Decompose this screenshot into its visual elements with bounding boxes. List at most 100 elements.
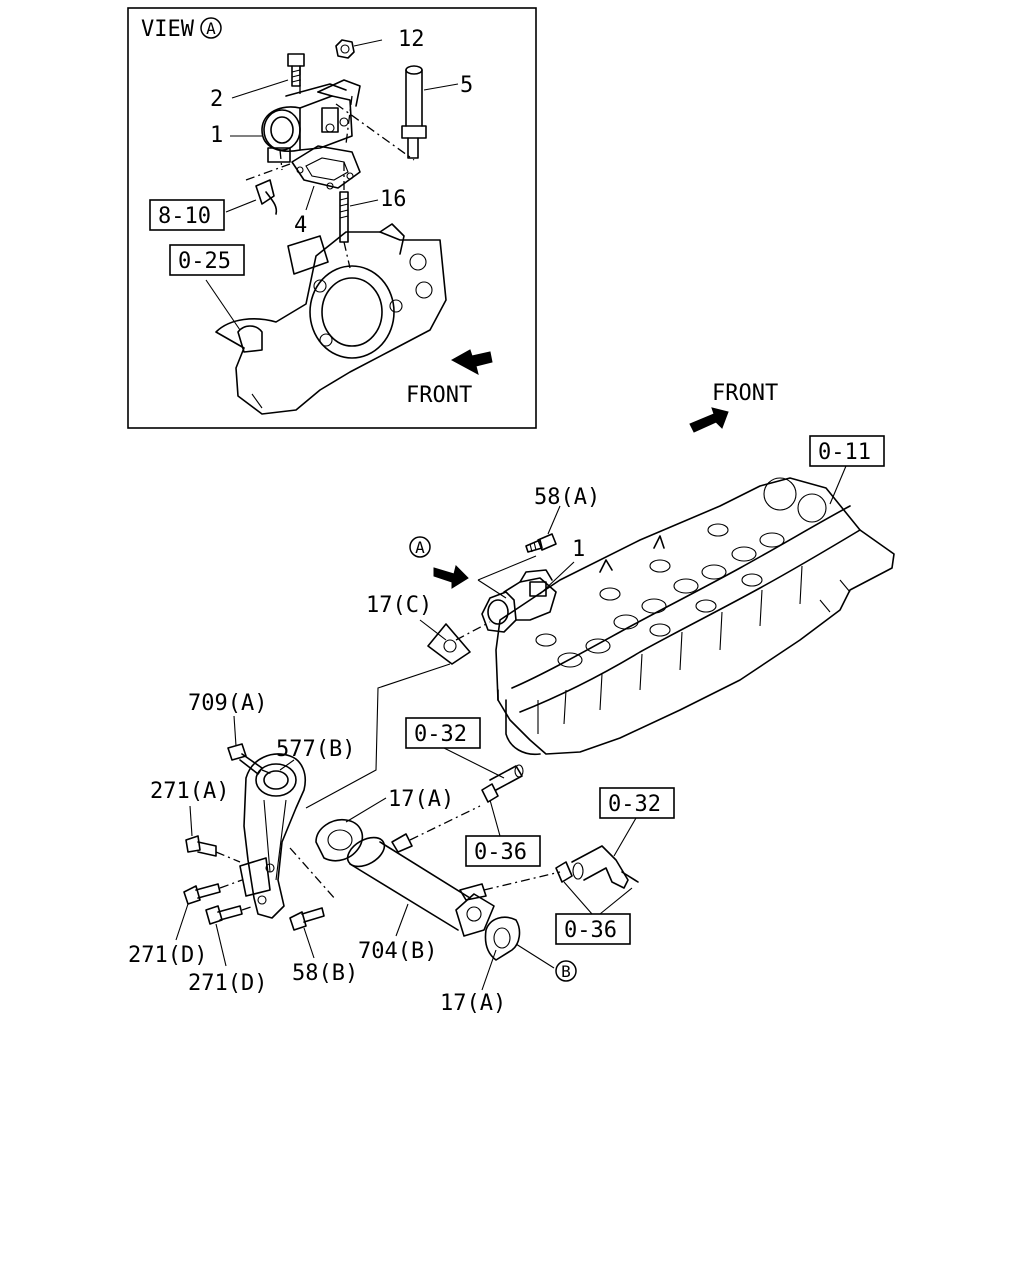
callout-709a-leader	[233, 715, 237, 747]
inset-front-label: FRONT	[406, 383, 472, 408]
ref-0-32-b-leader	[613, 817, 637, 857]
circle-b-marker	[555, 960, 577, 982]
connector-clip-drawing	[255, 179, 278, 215]
clamp-upper-drawing	[481, 783, 499, 803]
main-view-arrow-icon	[433, 565, 469, 589]
callout-1: 1	[572, 537, 585, 562]
ref-0-32-a-box	[405, 717, 481, 749]
bolt-58a-leader	[547, 505, 561, 535]
ref-0-36-a-box	[465, 835, 541, 867]
callout-704b: 704(B)	[358, 939, 437, 964]
ref-0-32-a-leader	[443, 747, 505, 779]
hose-upper-drawing	[489, 764, 524, 791]
inset-callout-4: 4	[294, 213, 307, 238]
inset-callout-1: 1	[210, 123, 223, 148]
callout-58b-leader	[303, 927, 315, 959]
inset-front-arrow-icon	[450, 349, 493, 375]
main-front-arrow-icon	[689, 407, 729, 433]
callout-271d-1: 271(D)	[128, 943, 207, 968]
callout-271d-2-leader	[215, 923, 227, 967]
stud-16-drawing	[339, 191, 349, 243]
ref-0-32-b[interactable]: 0-32	[608, 792, 661, 817]
callout-1-bracket	[477, 555, 537, 599]
callout-17a-top: 17(A)	[388, 787, 454, 812]
inset-callout-12: 12	[398, 27, 425, 52]
ref-0-11-leader	[829, 465, 847, 505]
callout-58b: 58(B)	[292, 961, 358, 986]
main-view-marker: A	[415, 538, 425, 557]
callout-271a-leader	[189, 805, 193, 837]
circle-b-leader	[515, 943, 555, 969]
callout-271d-2: 271(D)	[188, 971, 267, 996]
callout-1-leader	[539, 561, 575, 595]
main-view-marker-circle	[409, 536, 431, 558]
bracket-577b-drawing	[239, 753, 306, 919]
ref-0-36-a-leader	[489, 799, 501, 837]
inset-leaders	[205, 39, 459, 331]
egr-to-gasket-dash	[455, 621, 491, 641]
hose-lower-drawing	[571, 845, 639, 889]
bolt-271d-1-drawing	[183, 883, 221, 905]
callout-17c-leader	[419, 619, 447, 641]
callout-577b-leader	[279, 759, 295, 771]
callout-704b-leader	[395, 903, 409, 937]
callout-271a: 271(A)	[150, 779, 229, 804]
callout-577b: 577(B)	[276, 737, 355, 762]
inset-view-marker: A	[206, 19, 216, 38]
ref-0-36-b-leader-1	[563, 881, 593, 915]
cooler-704b-drawing	[346, 833, 495, 937]
egr-valve-drawing	[261, 79, 361, 163]
connection-line-17c-to-577b	[305, 663, 451, 809]
inset-view-marker-circle	[200, 17, 222, 39]
circle-b-label: B	[561, 962, 571, 981]
callout-17c: 17(C)	[366, 593, 432, 618]
ref-0-11-box	[809, 435, 885, 467]
callout-709a: 709(A)	[188, 691, 267, 716]
main-front-label: FRONT	[712, 381, 778, 406]
main-egr-valve-drawing	[481, 569, 557, 633]
gasket-4-drawing	[291, 145, 361, 190]
gasket-17c-drawing	[427, 623, 471, 665]
bolt-271a-drawing	[185, 835, 217, 857]
ref-0-36-b-leader-2	[599, 887, 633, 915]
ref-0-36-b-box	[555, 913, 631, 945]
inset-callout-5: 5	[460, 73, 473, 98]
ref-0-36-a[interactable]: 0-36	[474, 840, 527, 865]
ref-0-32-b-box	[599, 787, 675, 819]
inset-view-a: VIEW A	[127, 7, 537, 429]
ref-0-36-b[interactable]: 0-36	[564, 918, 617, 943]
nut-12-drawing	[335, 39, 355, 59]
ref-0-32-a[interactable]: 0-32	[414, 722, 467, 747]
inset-ref-8-10[interactable]: 8-10	[158, 204, 211, 229]
bolt-709a-dash	[261, 769, 273, 775]
bolt-271d-2-drawing	[205, 905, 243, 925]
inset-manifold-drawing	[215, 223, 447, 415]
cooler-to-hose-dash-1	[409, 805, 481, 841]
bolt-271d-1-dash	[219, 879, 243, 889]
cooler-to-hose-dash-2	[483, 871, 561, 891]
bolt-271a-dash	[215, 851, 241, 863]
callout-17a-top-leader	[345, 797, 387, 823]
bracket-to-58b-dash	[289, 847, 337, 901]
pipe-5-drawing	[401, 65, 427, 159]
bolt-58a-drawing	[525, 533, 557, 553]
ref-0-11[interactable]: 0-11	[818, 440, 871, 465]
gasket-17a-bot-drawing	[484, 916, 521, 961]
inset-ref-0-25[interactable]: 0-25	[178, 249, 231, 274]
callout-271d-1-leader	[175, 903, 189, 941]
inset-callout-16: 16	[380, 187, 407, 212]
bolt-58b-drawing	[289, 907, 325, 931]
bolt-271d-2-dash	[241, 905, 255, 911]
cylinder-head-drawing	[495, 477, 895, 756]
inset-callout-2: 2	[210, 87, 223, 112]
bolt-709a-drawing	[227, 743, 263, 775]
callout-58a: 58(A)	[534, 485, 600, 510]
inset-view-label: VIEW	[141, 17, 195, 42]
callout-17a-bot: 17(A)	[440, 991, 506, 1016]
gasket-17a-top-drawing	[315, 818, 364, 862]
inset-ref-0-25-box	[169, 244, 245, 276]
inset-ref-8-10-box	[149, 199, 225, 231]
clamp-lower-drawing	[555, 861, 573, 883]
callout-17a-bot-leader	[481, 949, 497, 991]
